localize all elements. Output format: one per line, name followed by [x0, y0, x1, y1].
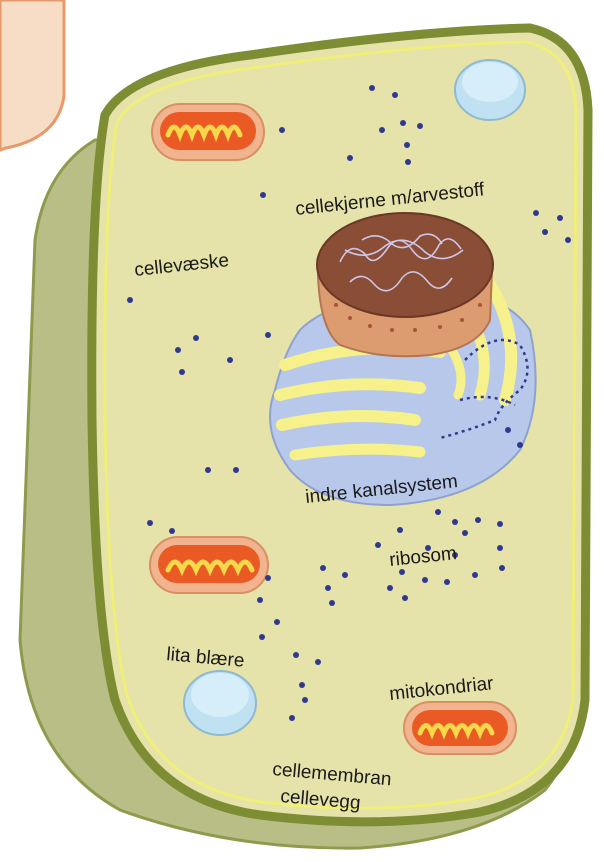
mitochondrion-1 — [152, 104, 264, 160]
mitochondrion-3 — [404, 702, 516, 754]
nucleus — [317, 213, 493, 356]
vesicle-bottom — [184, 671, 256, 735]
neighbor-cell — [0, 0, 64, 150]
mitochondrion-2 — [150, 537, 268, 593]
vesicle-top — [455, 60, 525, 120]
